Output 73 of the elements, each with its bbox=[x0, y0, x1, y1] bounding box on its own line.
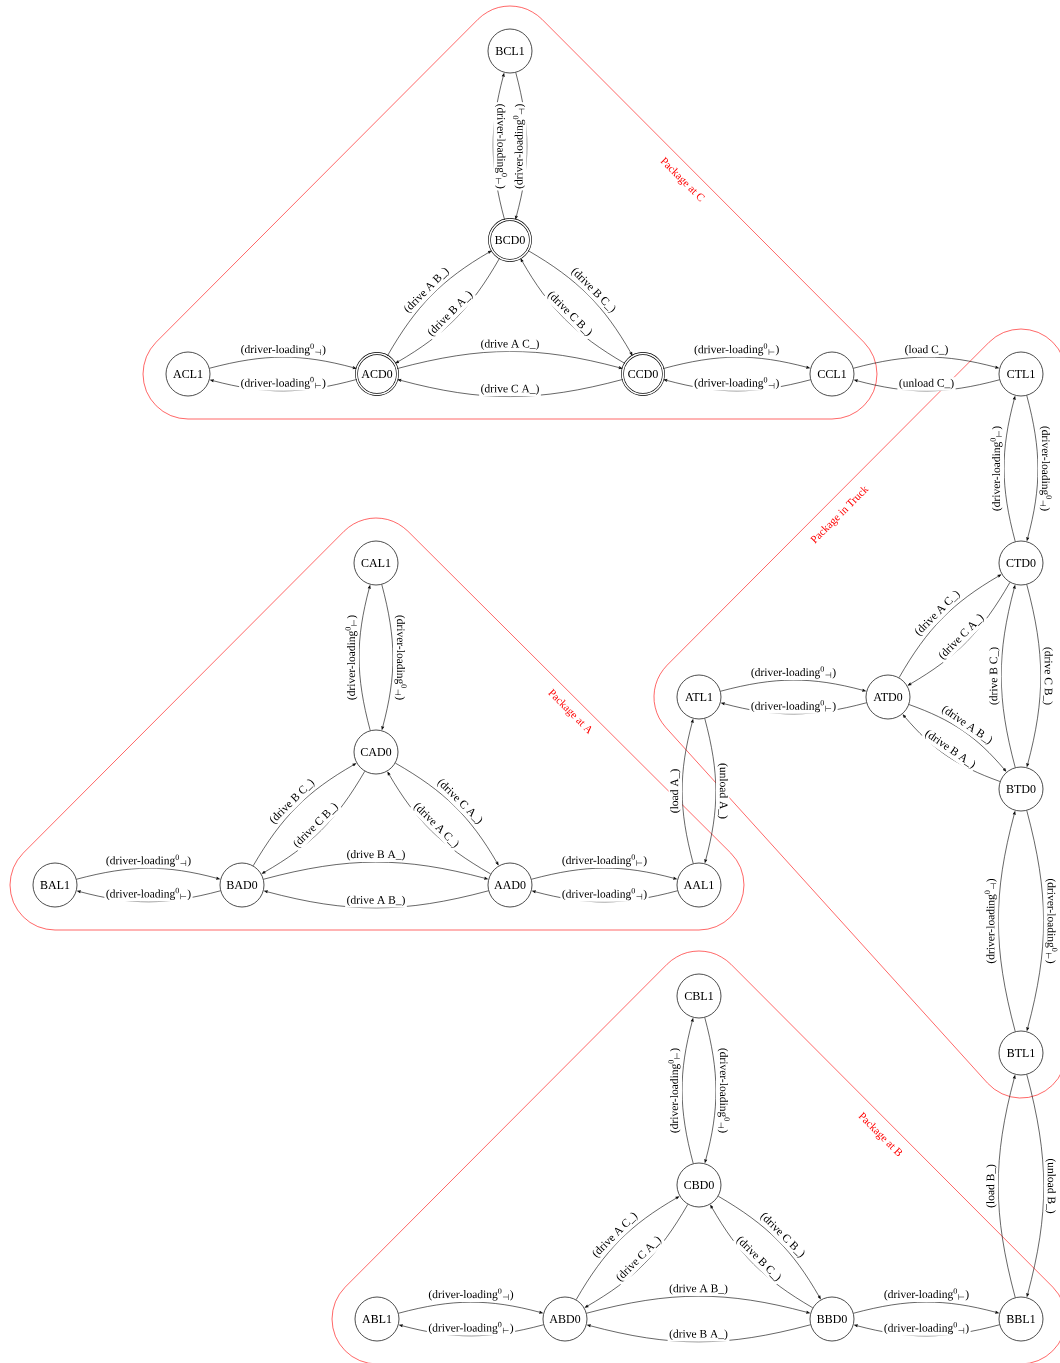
edge-label: (drive C B_) bbox=[1040, 645, 1055, 707]
arrow bbox=[575, 1196, 680, 1300]
arrow bbox=[531, 867, 677, 880]
arrow bbox=[395, 257, 500, 364]
arrow bbox=[1026, 395, 1039, 541]
arrow bbox=[381, 584, 394, 730]
arrow bbox=[662, 356, 810, 369]
edge-label: (load B_) bbox=[984, 1162, 999, 1210]
edge-label: (driver-loading$^{0}$$_{⊢}$) bbox=[104, 886, 193, 902]
edge-label: (driver-loading$^{0}$$_{⊢}$) bbox=[493, 102, 509, 191]
arrow bbox=[908, 704, 1007, 772]
edge-label: (driver-loading$^{0}$$_{⊢}$) bbox=[239, 375, 328, 391]
edge-label: (drive B A_) bbox=[345, 848, 407, 862]
edge-label: (driver-loading$^{0}$$_{⊢}$) bbox=[343, 613, 359, 702]
arrow bbox=[527, 250, 633, 356]
edge-label: (unload A_) bbox=[715, 761, 730, 821]
arrow bbox=[998, 811, 1016, 1032]
arrow bbox=[1026, 584, 1041, 767]
arrow bbox=[76, 867, 220, 880]
edge-label: (drive B A_) bbox=[667, 1328, 730, 1342]
edge-label: (driver-loading$^{0}$$_{⊢}$) bbox=[882, 1286, 971, 1302]
edge-label: (driver-loading$^{0}$$_{⊢}$) bbox=[1043, 876, 1059, 966]
edge-label: (drive A B_) bbox=[667, 1282, 730, 1297]
edge-label: (driver-loading$^{0}$$_{⊣}$) bbox=[426, 1286, 516, 1303]
arrow bbox=[586, 1295, 810, 1314]
edge-label: (driver-loading$^{0}$$_{⊣}$) bbox=[749, 664, 838, 680]
edge-label: (drive A B_) bbox=[345, 894, 407, 908]
arrow bbox=[263, 861, 488, 880]
edge-label: (unload C_) bbox=[897, 377, 956, 391]
arrow bbox=[681, 1018, 694, 1164]
arrow bbox=[1000, 585, 1016, 768]
arrow bbox=[252, 763, 357, 866]
arrow bbox=[395, 762, 499, 866]
arrow bbox=[398, 1301, 543, 1314]
edge-label: (driver-loading$^{0}$$_{⊣}$) bbox=[983, 876, 999, 966]
arrow bbox=[704, 1017, 717, 1163]
edge-label: (driver-loading$^{0}$$_{⊢}$) bbox=[666, 1046, 682, 1135]
edge-label: (driver-loading$^{0}$$_{⊣}$) bbox=[882, 1320, 971, 1336]
arrow bbox=[720, 679, 866, 692]
arrow bbox=[1026, 810, 1044, 1031]
edge-label: (driver-loading$^{0}$$_{⊣}$) bbox=[104, 852, 193, 869]
arrow bbox=[898, 574, 1002, 678]
arrow bbox=[997, 1075, 1016, 1298]
edge-label: (load A_) bbox=[668, 767, 683, 815]
arrow bbox=[397, 379, 624, 397]
edge-label: (driver-loading$^{0}$$_{⊣}$) bbox=[511, 102, 527, 191]
arrow bbox=[1003, 396, 1016, 542]
edge-label: (driver-loading$^{0}$$_{⊣}$) bbox=[1038, 424, 1054, 513]
edge-label: (load C_) bbox=[903, 343, 950, 357]
edge-label: (driver-loading$^{0}$$_{⊣}$) bbox=[560, 886, 649, 902]
arrow bbox=[520, 258, 626, 364]
edge-label: (driver-loading$^{0}$$_{⊢}$) bbox=[988, 424, 1004, 513]
arrow bbox=[853, 1301, 999, 1314]
edge-label: (driver-loading$^{0}$$_{⊣}$) bbox=[692, 375, 781, 391]
edge-label: (drive A C_) bbox=[479, 337, 541, 352]
edge-label: (driver-loading$^{0}$$_{⊢}$) bbox=[692, 341, 781, 358]
arrow bbox=[358, 585, 371, 731]
arrow bbox=[387, 250, 492, 357]
edge-label: (driver-loading$^{0}$$_{⊣}$) bbox=[239, 341, 328, 358]
arrow bbox=[718, 1195, 821, 1300]
edge-label: (driver-loading$^{0}$$_{⊢}$) bbox=[426, 1320, 516, 1336]
edge-label: (driver-loading$^{0}$$_{⊢}$) bbox=[749, 698, 838, 714]
arrow bbox=[1026, 1074, 1045, 1297]
arrow bbox=[853, 356, 999, 369]
edge-label: (driver-loading$^{0}$$_{⊢}$) bbox=[560, 852, 649, 868]
edge-label: (driver-loading$^{0}$$_{⊣}$) bbox=[393, 613, 409, 702]
edge-label: (driver-loading$^{0}$$_{⊣}$) bbox=[716, 1046, 732, 1135]
edge-label: (drive B C_) bbox=[987, 645, 1002, 707]
edge-label: (drive C A_) bbox=[479, 382, 541, 397]
arrow bbox=[209, 356, 357, 369]
arrow bbox=[396, 351, 623, 369]
arrow bbox=[681, 719, 694, 864]
arrow bbox=[704, 718, 717, 863]
